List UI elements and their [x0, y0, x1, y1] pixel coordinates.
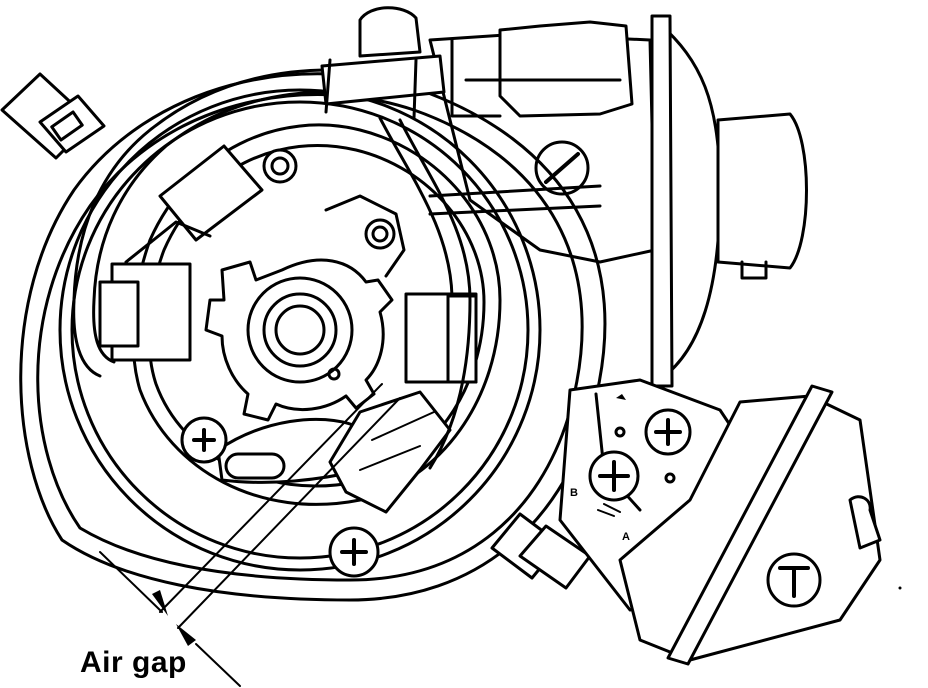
arrowhead-right-icon	[176, 624, 196, 646]
air-gap-label: Air gap	[80, 646, 187, 679]
plate-screw-left-icon	[180, 416, 228, 464]
adjuster-screw-lower-icon	[588, 450, 640, 502]
plate-screw-top-icon	[262, 148, 298, 184]
housing-screw-bottom-icon	[328, 526, 380, 578]
adjuster-t-bolt-icon	[766, 552, 822, 608]
top-connector	[320, 6, 446, 120]
plate-screw-upper-icon	[364, 218, 396, 250]
reluctor-assembly	[204, 258, 394, 422]
arrowhead-left-icon	[152, 590, 168, 616]
bracket-screw-icon	[534, 140, 590, 196]
adjuster-mark-b: B	[570, 487, 578, 499]
adjuster-screw-upper-icon	[644, 408, 692, 456]
air-gap-indicator	[99, 383, 401, 687]
wiring-harness	[72, 68, 602, 470]
bolt-stub-icon	[490, 512, 592, 590]
pickup-coil-left	[98, 144, 264, 362]
stray-dot	[898, 586, 902, 590]
terminal-post-left	[0, 72, 106, 160]
adjuster-mark-a: A	[622, 531, 630, 543]
distributor-housing	[19, 72, 607, 602]
octane-adjuster-plate	[618, 384, 882, 666]
vacuum-advance-unit	[428, 14, 808, 388]
